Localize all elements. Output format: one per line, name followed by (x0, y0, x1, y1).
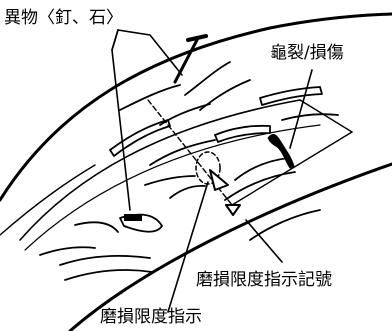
wear-indicator-bump-icon (209, 169, 229, 191)
tire-contour (0, 12, 392, 331)
wear-indicator-label: 磨損限度指示 (100, 307, 202, 327)
crack-icon (267, 134, 295, 169)
crack-damage-label: 龜裂/損傷 (270, 43, 344, 63)
nail-icon (173, 34, 208, 84)
foreign-object-label: 異物〈釘、石〉 (4, 8, 123, 28)
wear-indicator-mark-icon (225, 204, 241, 216)
stone-icon (124, 214, 142, 221)
tread-pattern (39, 61, 339, 281)
leader-lines (111, 29, 313, 313)
wear-indicator-mark-label: 磨損限度指示記號 (196, 270, 332, 290)
